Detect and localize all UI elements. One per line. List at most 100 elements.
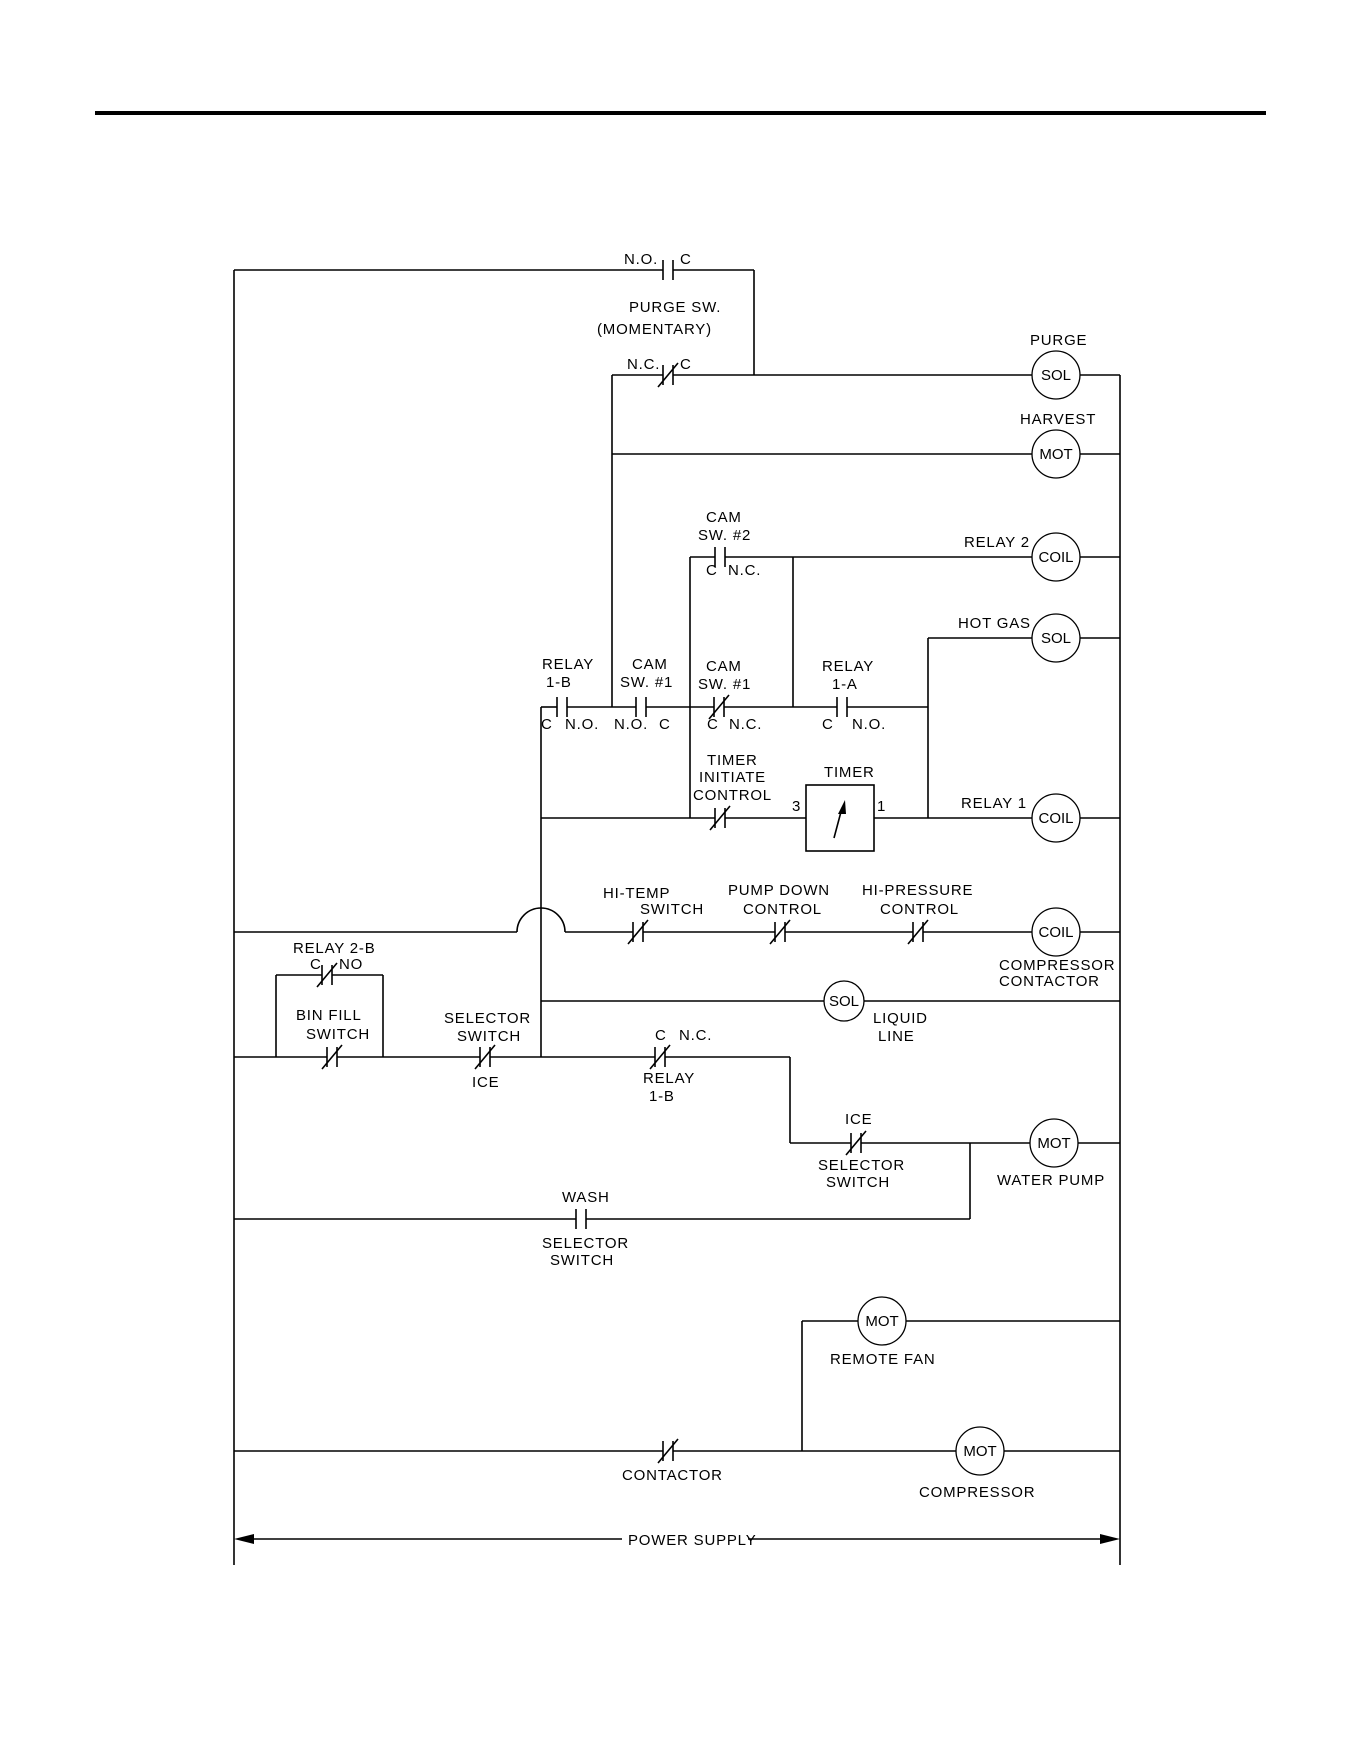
purge-sw-label: PURGE SW.: [629, 299, 721, 316]
water-pump-label: WATER PUMP: [997, 1172, 1105, 1189]
cam-sw2-nc-label: N.C.: [728, 562, 761, 579]
selector-ice-label: ICE: [472, 1074, 499, 1091]
svg-text:COIL: COIL: [1038, 810, 1073, 827]
bin-fill-switch-contact: [321, 1044, 343, 1070]
relay-1b-top-label-2: 1-B: [546, 674, 572, 691]
cam-switch-1-nc-contact: [708, 694, 730, 720]
timer-label: TIMER: [824, 764, 875, 781]
ice-selector-ice-label: ICE: [845, 1111, 872, 1128]
liquid-line-label-2: LINE: [878, 1028, 915, 1045]
cam-sw1-b-label-2: SW. #1: [698, 676, 751, 693]
purge-switch-nc-contact: [657, 362, 679, 388]
relay-1b-bot-label-1: RELAY: [643, 1070, 695, 1087]
compressor-contactor-label-1: COMPRESSOR: [999, 957, 1115, 974]
timer-initiate-label-3: CONTROL: [693, 787, 772, 804]
contactor-contact: [657, 1438, 679, 1464]
hot-gas-solenoid: SOL: [1031, 613, 1081, 663]
svg-text:COIL: COIL: [1038, 924, 1073, 941]
purge-sw-nc-label: N.C.: [627, 356, 660, 373]
relay-1a-contact: [836, 697, 848, 717]
remote-fan-label: REMOTE FAN: [830, 1351, 936, 1368]
pump-down-control-contact: [769, 919, 791, 945]
relay-1b-top-c: C: [541, 716, 553, 733]
hi-temp-label-1: HI-TEMP: [603, 885, 670, 902]
purge-sw-c-label: C: [680, 251, 692, 268]
relay-1b-top-no: N.O.: [565, 716, 599, 733]
cam-switch-2-contact: [714, 547, 726, 567]
svg-text:MOT: MOT: [1037, 1135, 1070, 1152]
relay-1b-bot-nc: N.C.: [679, 1027, 712, 1044]
cam-sw1-a-no: N.O.: [614, 716, 648, 733]
svg-text:SOL: SOL: [1041, 367, 1071, 384]
ice-selector-switch-contact: [845, 1130, 867, 1156]
hi-pressure-label-2: CONTROL: [880, 901, 959, 918]
cam-sw1-b-c: C: [707, 716, 719, 733]
cam-sw2-label-2: SW. #2: [698, 527, 751, 544]
harvest-label: HARVEST: [1020, 411, 1096, 428]
compressor-label: COMPRESSOR: [919, 1484, 1035, 1501]
cam-sw1-b-label-1: CAM: [706, 658, 742, 675]
wash-selector-switch-contact: [575, 1209, 587, 1229]
relay-1a-label-1: RELAY: [822, 658, 874, 675]
compressor-contactor-label-2: CONTACTOR: [999, 973, 1100, 990]
compressor-contactor-coil: COIL: [1031, 907, 1081, 957]
relay-1-coil: COIL: [1031, 793, 1081, 843]
harvest-motor: MOT: [1031, 429, 1081, 479]
water-pump-motor: MOT: [1029, 1118, 1079, 1168]
relay-1b-no-contact: [556, 697, 568, 717]
purge-sw-nc-c-label: C: [680, 356, 692, 373]
hi-temp-label-2: SWITCH: [640, 901, 704, 918]
remote-fan-motor: MOT: [857, 1296, 907, 1346]
relay-1b-top-label-1: RELAY: [542, 656, 594, 673]
hi-temp-switch-contact: [627, 919, 649, 945]
relay-1-label: RELAY 1: [961, 795, 1027, 812]
cam-sw1-b-nc: N.C.: [729, 716, 762, 733]
relay-1b-bot-label-2: 1-B: [649, 1088, 675, 1105]
labels: N.O. C PURGE SW. (MOMENTARY) N.C. C PURG…: [293, 251, 1115, 1549]
relay-1b-nc-contact: [649, 1044, 671, 1070]
selector-label-1: SELECTOR: [444, 1010, 531, 1027]
devices: SOL MOT COIL SOL COIL COIL SOL MOT: [805, 350, 1081, 1476]
ice-selector-label-2: SWITCH: [826, 1174, 890, 1191]
purge-solenoid: SOL: [1031, 350, 1081, 400]
selector-label-2: SWITCH: [457, 1028, 521, 1045]
svg-text:MOT: MOT: [1039, 446, 1072, 463]
hi-pressure-control-contact: [907, 919, 929, 945]
selector-switch-ice-contact: [474, 1044, 496, 1070]
timer-terminal-3: 3: [792, 798, 801, 815]
liquid-line-label-1: LIQUID: [873, 1010, 928, 1027]
contacts: [316, 260, 929, 1464]
hot-gas-label: HOT GAS: [958, 615, 1031, 632]
svg-text:MOT: MOT: [963, 1443, 996, 1460]
cam-sw2-c-label: C: [706, 562, 718, 579]
timer-initiate-label-2: INITIATE: [699, 769, 766, 786]
compressor-motor: MOT: [955, 1426, 1005, 1476]
cam-sw1-a-c: C: [659, 716, 671, 733]
relay-2b-label: RELAY 2-B: [293, 940, 376, 957]
svg-text:MOT: MOT: [865, 1313, 898, 1330]
ice-selector-label-1: SELECTOR: [818, 1157, 905, 1174]
relay-1a-label-2: 1-A: [832, 676, 858, 693]
timer-terminal-1: 1: [877, 798, 886, 815]
purge-label: PURGE: [1030, 332, 1087, 349]
hi-pressure-label-1: HI-PRESSURE: [862, 882, 973, 899]
timer-box: [805, 784, 875, 852]
liquid-line-solenoid: SOL: [823, 980, 865, 1022]
wires: [233, 269, 1121, 1565]
relay-2-coil: COIL: [1031, 532, 1081, 582]
power-supply-label: POWER SUPPLY: [628, 1532, 757, 1549]
relay-2b-no: NO: [339, 956, 363, 973]
cam-switch-1-no-contact: [635, 697, 647, 717]
bin-fill-label-2: SWITCH: [306, 1026, 370, 1043]
cam-sw1-a-label-1: CAM: [632, 656, 668, 673]
contactor-label: CONTACTOR: [622, 1467, 723, 1484]
cam-sw2-label-1: CAM: [706, 509, 742, 526]
cam-sw1-a-label-2: SW. #1: [620, 674, 673, 691]
pump-down-label-1: PUMP DOWN: [728, 882, 830, 899]
timer-initiate-contact: [709, 805, 731, 831]
relay-2b-c: C: [310, 956, 322, 973]
timer-initiate-label-1: TIMER: [707, 752, 758, 769]
purge-switch-no-contact: [662, 260, 674, 280]
pump-down-label-2: CONTROL: [743, 901, 822, 918]
